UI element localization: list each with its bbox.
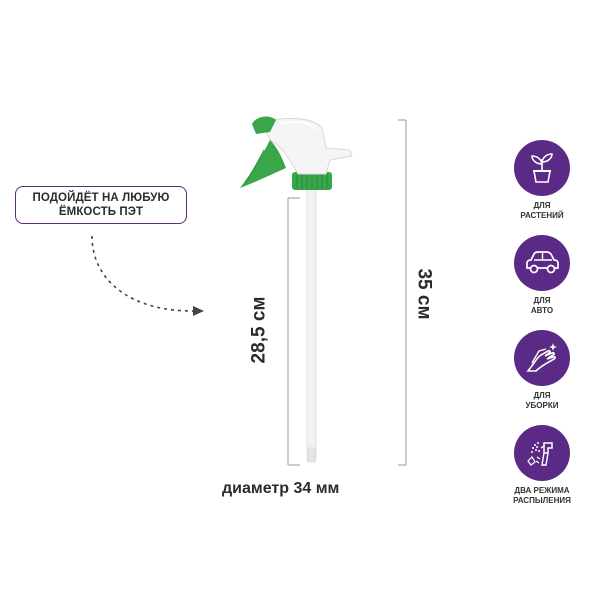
callout-line-2: ЁМКОСТЬ ПЭТ [58,206,144,218]
feature-auto-line-1: ДЛЯ [533,296,551,305]
feature-cleaning-line-2: УБОРКИ [525,401,559,410]
arrow-head-icon [193,306,204,316]
feature-spray-modes: ДВА РЕЖИМА РАСПЫЛЕНИЯ [507,425,577,506]
total-height-label: 35 см [413,268,435,320]
dashed-arrow [91,235,197,312]
diameter-label: диаметр 34 мм [222,480,340,497]
plant-icon [514,140,570,196]
feature-plants: ДЛЯ РАСТЕНИЙ [507,140,577,221]
car-icon [514,235,570,291]
callout-line-1: ПОДОЙДЁТ НА ЛЮБУЮ [32,192,170,204]
feature-cleaning-line-1: ДЛЯ [533,391,551,400]
dip-tube [306,187,317,461]
tube-length-label: 28,5 см [248,296,270,364]
feature-auto-line-2: АВТО [530,306,554,315]
feature-spray-modes-line-1: ДВА РЕЖИМА [514,486,570,495]
compatibility-callout: ПОДОЙДЁТ НА ЛЮБУЮ ЁМКОСТЬ ПЭТ [15,186,187,224]
sprayer-head [261,117,353,175]
feature-spray-modes-line-2: РАСПЫЛЕНИЯ [513,496,571,505]
spray-modes-icon [514,425,570,481]
cleaning-hand-icon [514,330,570,386]
feature-cleaning: ДЛЯ УБОРКИ [507,330,577,411]
trigger [240,140,286,188]
nozzle-top [252,116,276,134]
feature-plants-line-2: РАСТЕНИЙ [520,211,564,220]
feature-auto: ДЛЯ АВТО [507,235,577,316]
feature-plants-line-1: ДЛЯ [533,201,551,210]
